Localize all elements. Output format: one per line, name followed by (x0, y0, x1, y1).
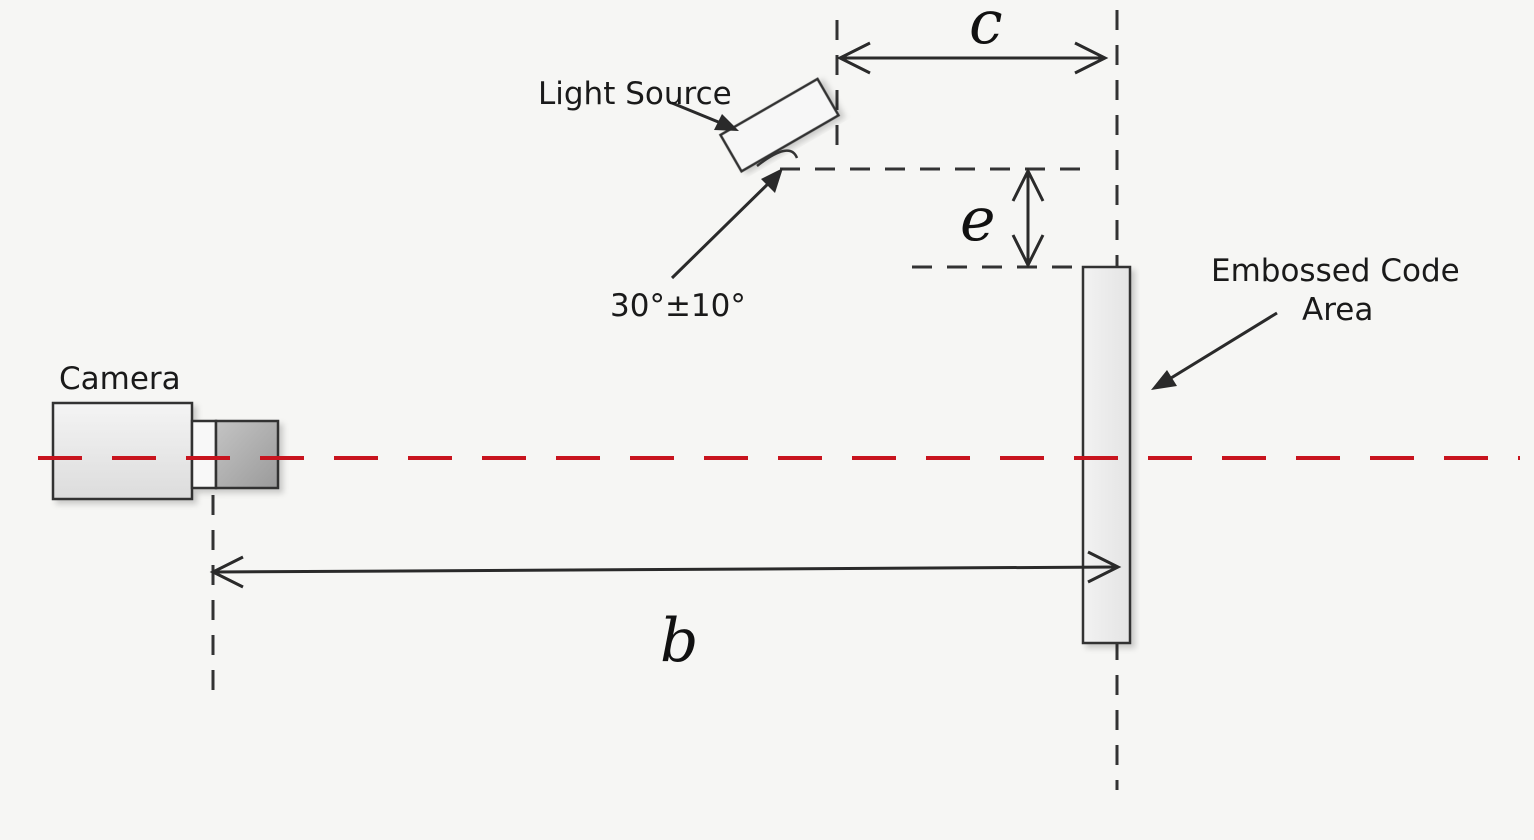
camera-lens-mount (190, 419, 218, 490)
embossed-area-pointer-arrow (1151, 311, 1278, 390)
embossed-code-panel (1081, 265, 1132, 645)
light-angle-arc (756, 149, 799, 167)
embossed-code-label-line1: Embossed Code (1211, 253, 1460, 289)
angle-pointer-arrow (670, 168, 783, 280)
light-source-body (718, 77, 841, 174)
embossed-code-label-line2: Area (1302, 292, 1373, 328)
dimension-e-label: e (960, 185, 996, 255)
dimension-b-label: b (660, 606, 698, 676)
dimension-c-label: c (969, 0, 1003, 58)
camera-label: Camera (59, 361, 181, 397)
camera (51, 401, 280, 501)
light-source-label: Light Source (538, 76, 732, 112)
light-source (718, 77, 841, 174)
dimension-c-arrow (836, 41, 1109, 75)
camera-body (51, 401, 194, 501)
dimension-e-arrow (1011, 167, 1045, 269)
angle-label: 30°±10° (610, 288, 746, 324)
camera-lens (214, 419, 280, 490)
dimension-b-arrow (209, 550, 1122, 589)
light-source-pointer-arrow (671, 101, 739, 131)
